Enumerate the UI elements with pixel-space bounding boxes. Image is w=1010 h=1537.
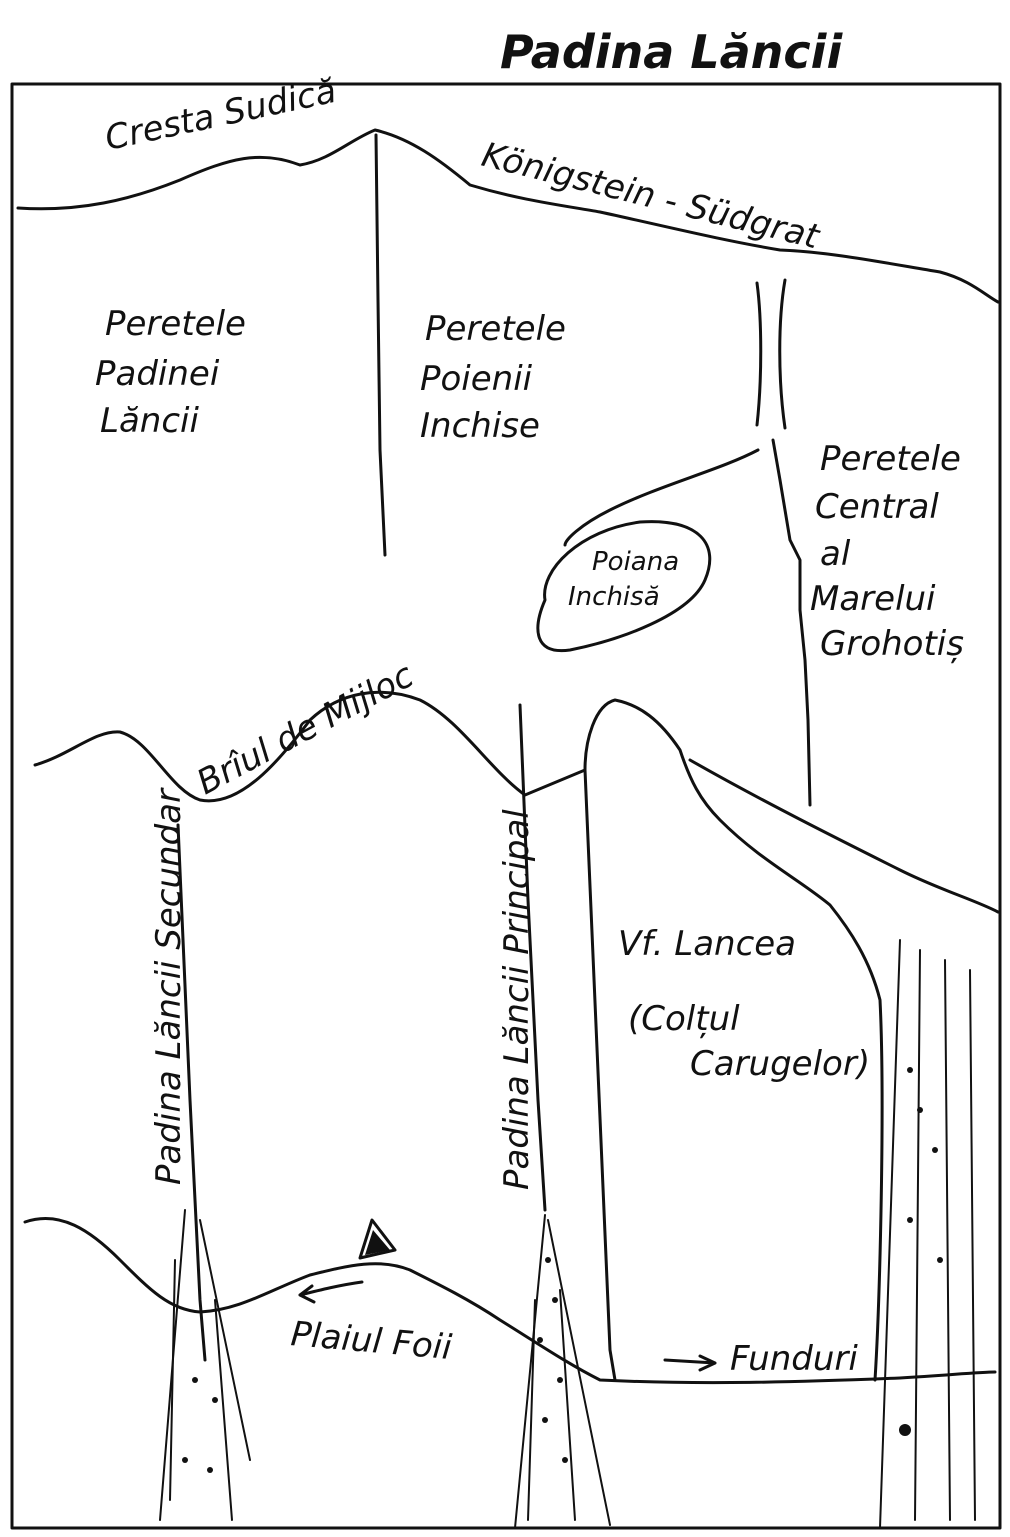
svg-text:Lăncii: Lăncii <box>100 401 199 441</box>
svg-text:al: al <box>820 534 851 574</box>
label-peretele-central: Peretele Central al Marelui Grohotiș <box>810 439 964 664</box>
map-frame <box>10 82 1002 1530</box>
label-vf-lancea: Vf. Lancea (Colțul Carugelor) <box>618 924 870 1084</box>
padina-secundar-line <box>176 823 207 1362</box>
svg-text:Marelui: Marelui <box>810 579 936 619</box>
label-padina-principal: Padina Lăncii Principal <box>497 809 537 1190</box>
refuge-fill <box>365 1230 390 1255</box>
svg-text:Carugelor): Carugelor) <box>690 1044 870 1084</box>
svg-text:Central: Central <box>815 487 939 527</box>
scree-cone-principal <box>514 1214 611 1529</box>
refuge-triangle-icon <box>358 1218 397 1260</box>
vf-lancea-left-edge <box>583 768 617 1382</box>
scree-cone-secundar <box>159 1209 251 1521</box>
svg-text:Poiana: Poiana <box>592 547 679 577</box>
label-konigstein: Königstein - Südgrat <box>478 135 825 258</box>
couloir-left <box>755 281 763 427</box>
arrow-funduri-icon <box>663 1354 717 1372</box>
poiana-inchisa-shape <box>536 520 712 653</box>
couloir-right <box>778 278 787 430</box>
scree-cone-right <box>879 939 976 1529</box>
svg-text:Peretele: Peretele <box>820 439 961 479</box>
ridge-briul-de-mijloc <box>33 690 587 803</box>
label-poiana-inchisa: Poiana Inchisă <box>568 547 679 612</box>
label-briul-de-mijloc: Brîul de Mijloc <box>190 655 420 803</box>
vf-lancea-outline <box>583 698 884 1382</box>
arrow-plaiul-foii-icon <box>298 1280 364 1304</box>
divider-central <box>771 438 812 807</box>
svg-text:Peretele: Peretele <box>105 304 246 344</box>
map-title: Padina Lăncii <box>500 25 843 79</box>
svg-text:(Colțul: (Colțul <box>628 999 740 1039</box>
ridge-right-upper <box>688 758 1000 914</box>
label-peretele-poienii: Peretele Poienii Inchise <box>420 309 566 446</box>
svg-text:Inchise: Inchise <box>420 406 540 446</box>
label-padina-secundar: Padina Lăncii Secundar <box>149 787 189 1185</box>
svg-text:Poienii: Poienii <box>420 359 533 399</box>
label-peretele-padinei: Peretele Padinei Lăncii <box>95 304 246 441</box>
svg-text:Inchisă: Inchisă <box>568 582 660 612</box>
trail-to-poiana <box>563 448 760 547</box>
label-plaiul-foii: Plaiul Foii <box>289 1314 454 1368</box>
label-funduri: Funduri <box>730 1339 858 1379</box>
svg-text:Padinei: Padinei <box>95 354 220 394</box>
padina-principal-line-left <box>518 703 547 1212</box>
svg-text:Vf. Lancea: Vf. Lancea <box>618 924 796 964</box>
divider-padinei-poienii <box>374 133 387 557</box>
ridge-lower <box>23 1216 997 1385</box>
svg-text:Peretele: Peretele <box>425 309 566 349</box>
ridge-cresta-sudica <box>16 128 1000 304</box>
svg-text:Grohotiș: Grohotiș <box>820 624 964 664</box>
